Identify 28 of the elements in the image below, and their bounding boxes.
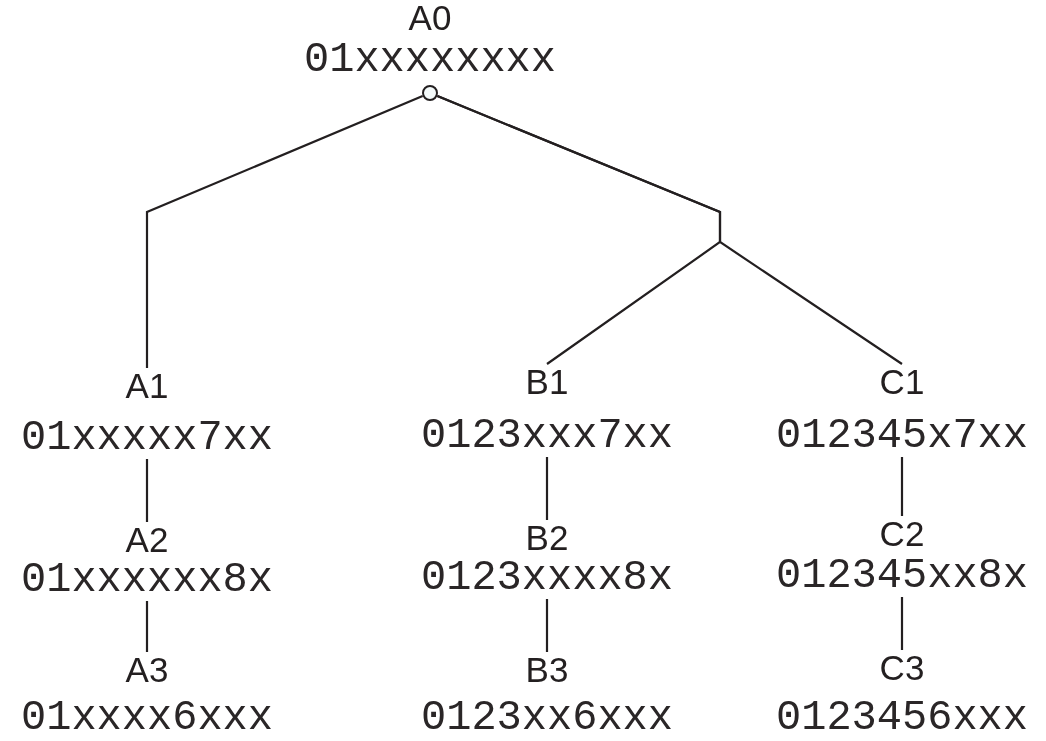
connector-line [545, 457, 549, 520]
node-label: A2 [125, 522, 169, 557]
bit-pattern: 012345xx8x [776, 555, 1028, 597]
connector-line [145, 601, 149, 652]
node-label: A1 [125, 368, 169, 403]
connector-line [900, 457, 904, 516]
bit-pattern: 0123xxx7xx [421, 415, 673, 457]
connector-line [545, 599, 549, 652]
bit-pattern: 01xxxx6xxx [21, 697, 273, 739]
bit-pattern: 0123456xxx [776, 697, 1028, 739]
node-label: C1 [879, 364, 925, 399]
node-label: C3 [879, 650, 925, 685]
connector-line [437, 95, 903, 365]
connector-line [900, 597, 904, 650]
bit-pattern: 0123xx6xxx [421, 697, 673, 739]
bit-pattern: 01xxxxxx8x [21, 559, 273, 601]
node-label: B2 [525, 520, 569, 555]
bit-pattern: 0123xxxx8x [421, 557, 673, 599]
bit-pattern: 01xxxxxxxx [304, 39, 556, 81]
node-label: B1 [525, 364, 569, 399]
connector-line [145, 95, 424, 368]
node-label: B3 [525, 652, 569, 687]
node-label: A3 [125, 652, 169, 687]
bit-pattern: 012345x7xx [776, 415, 1028, 457]
connector-line [145, 459, 149, 522]
node-label: A0 [408, 0, 452, 35]
bit-pattern: 01xxxxx7xx [21, 417, 273, 459]
node-label: C2 [879, 516, 925, 551]
